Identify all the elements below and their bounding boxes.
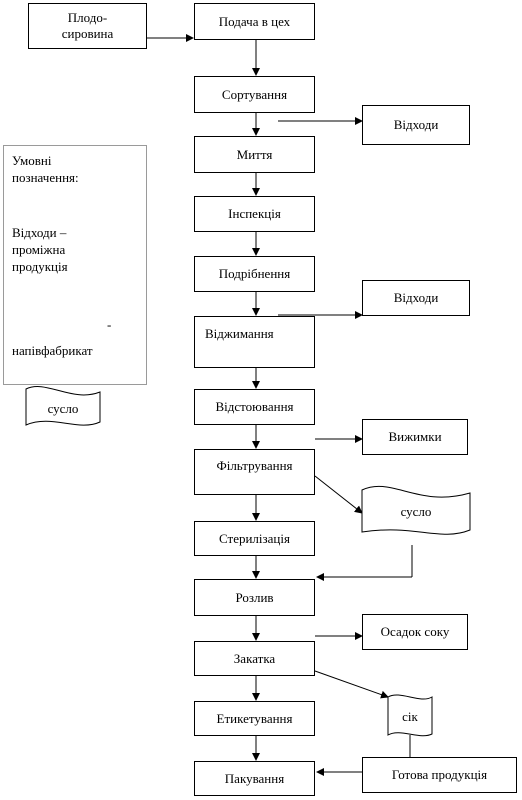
step-labeling-box: Етикетування [194,701,315,736]
legend-waste-line3: продукція [12,259,68,274]
legend-panel: Умовні позначення: Відходи – проміжна пр… [3,145,147,385]
legend-waste-line2: проміжна [12,242,66,257]
waste-2-box: Відходи [362,280,470,316]
juice-label: сік [402,709,418,724]
juice-document-shape [387,694,433,737]
source-raw-material-box: Плодо-сировина [28,3,147,49]
step-filtering-box: Фільтрування [194,449,315,495]
legend-semi-product: напівфабрикат [12,343,93,358]
wort-document-shape [361,485,471,535]
step-settling-box: Відстоювання [194,389,315,425]
step-sterilization-label: Стерилізація [219,530,290,546]
step-bottling-box: Розлив [194,579,315,616]
step-bottling-label: Розлив [235,589,274,605]
finished-product-box: Готова продукція [362,757,517,793]
arrow-to-wort [314,475,363,514]
legend-sample-doc-label: сусло [47,401,79,416]
step-packing-label: Пакування [224,770,285,786]
legend-dash: - [107,317,112,332]
step-filtering-label: Фільтрування [216,458,293,473]
waste-1-box: Відходи [362,105,470,145]
waste-1-label: Відходи [393,117,439,132]
step-sorting-box: Сортування [194,76,315,113]
source-label: Плодо-сировина [61,10,114,41]
step-sealing-box: Закатка [194,641,315,676]
step-washing-label: Миття [236,146,273,162]
step-settling-label: Відстоювання [215,399,294,414]
legend-waste-line1: Відходи – [12,225,67,240]
waste-2-label: Відходи [393,290,439,305]
juice-sediment-label: Осадок соку [380,624,450,639]
step-pressing-box: Віджимання [194,316,315,368]
arrow-to-juice [314,670,389,699]
step-labeling-label: Етикетування [216,710,293,726]
step-feed-box: Подача в цех [194,3,315,40]
step-sterilization-box: Стерилізація [194,521,315,556]
legend-title-line1: Умовні [12,153,52,168]
step-washing-box: Миття [194,136,315,173]
step-packing-box: Пакування [194,761,315,796]
step-pressing-label: Віджимання [205,326,274,341]
step-sorting-label: Сортування [221,86,288,102]
finished-product-label: Готова продукція [391,767,488,782]
step-crushing-label: Подрібнення [218,266,291,281]
step-sealing-label: Закатка [233,650,276,666]
pomace-label: Вижимки [388,429,442,444]
step-feed-label: Подача в цех [218,13,291,29]
legend-document-shape [25,386,101,426]
legend-title-line2: позначення: [12,170,79,185]
wort-label: сусло [400,504,432,519]
step-inspection-box: Інспекція [194,196,315,232]
step-inspection-label: Інспекція [228,206,281,221]
juice-sediment-box: Осадок соку [362,614,468,650]
pomace-box: Вижимки [362,419,468,455]
step-crushing-box: Подрібнення [194,256,315,292]
